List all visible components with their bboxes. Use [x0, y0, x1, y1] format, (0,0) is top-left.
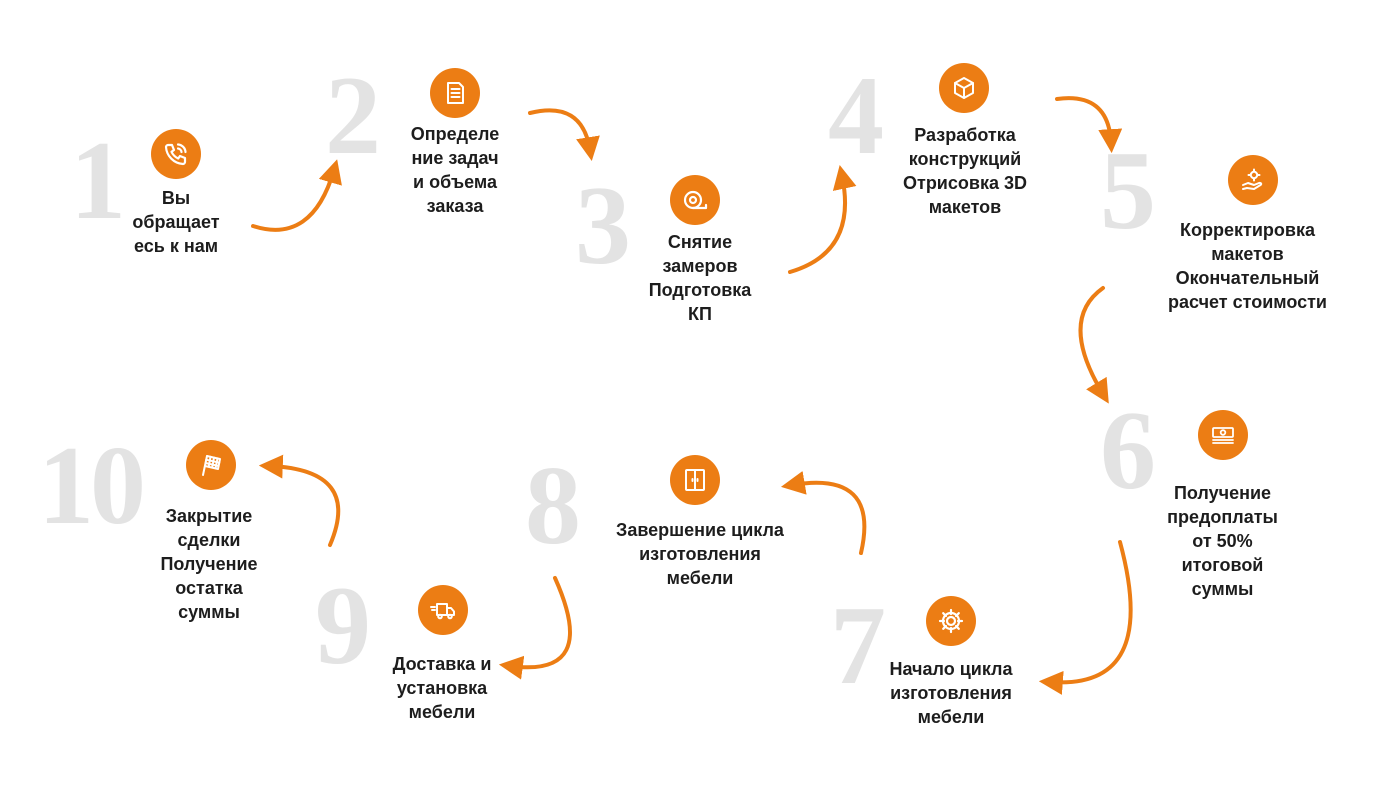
cube-icon	[939, 63, 989, 113]
arrow-5-6	[1078, 286, 1109, 404]
arrow-6-7	[1038, 540, 1133, 695]
checkered-flag-icon	[186, 440, 236, 490]
truck-icon	[418, 585, 468, 635]
step-number: 2	[325, 54, 381, 178]
money-icon	[1198, 410, 1248, 460]
step-label: Корректировка макетов Окончательный расч…	[1168, 220, 1327, 312]
step-number: 6	[1100, 389, 1156, 513]
step-number: 9	[315, 564, 371, 688]
cabinet-icon	[670, 455, 720, 505]
step-number: 10	[38, 424, 146, 548]
tape-measure-icon	[670, 175, 720, 225]
phone-icon	[151, 129, 201, 179]
step-label: Завершение цикла изготовления мебели	[616, 520, 784, 588]
step-label: Получение предоплаты от 50% итоговой сум…	[1167, 483, 1278, 599]
step-label: Снятие замеров Подготовка КП	[648, 232, 752, 324]
hand-gear-icon	[1228, 155, 1278, 205]
arrow-3-4	[788, 165, 857, 274]
gear-icon	[926, 596, 976, 646]
step-label: Доставка и установка мебели	[392, 654, 492, 722]
step-label: Определе ние задач и объема заказа	[410, 124, 500, 216]
step-label: Закрытие сделки Получение остатка суммы	[160, 506, 258, 622]
step-label: Разработка конструкций Отрисовка 3D маке…	[903, 125, 1027, 217]
document-icon	[430, 68, 480, 118]
step-number: 7	[830, 584, 886, 708]
step-number: 4	[828, 54, 884, 178]
arrow-2-3	[528, 108, 600, 162]
step-number: 5	[1100, 129, 1156, 253]
step-number: 3	[575, 164, 631, 288]
step-label: Вы обращает есь к нам	[132, 188, 220, 256]
arrow-1-2	[251, 159, 342, 232]
step-label: Начало цикла изготовления мебели	[889, 659, 1013, 727]
step-number: 1	[70, 119, 126, 243]
step-number: 8	[525, 444, 581, 568]
